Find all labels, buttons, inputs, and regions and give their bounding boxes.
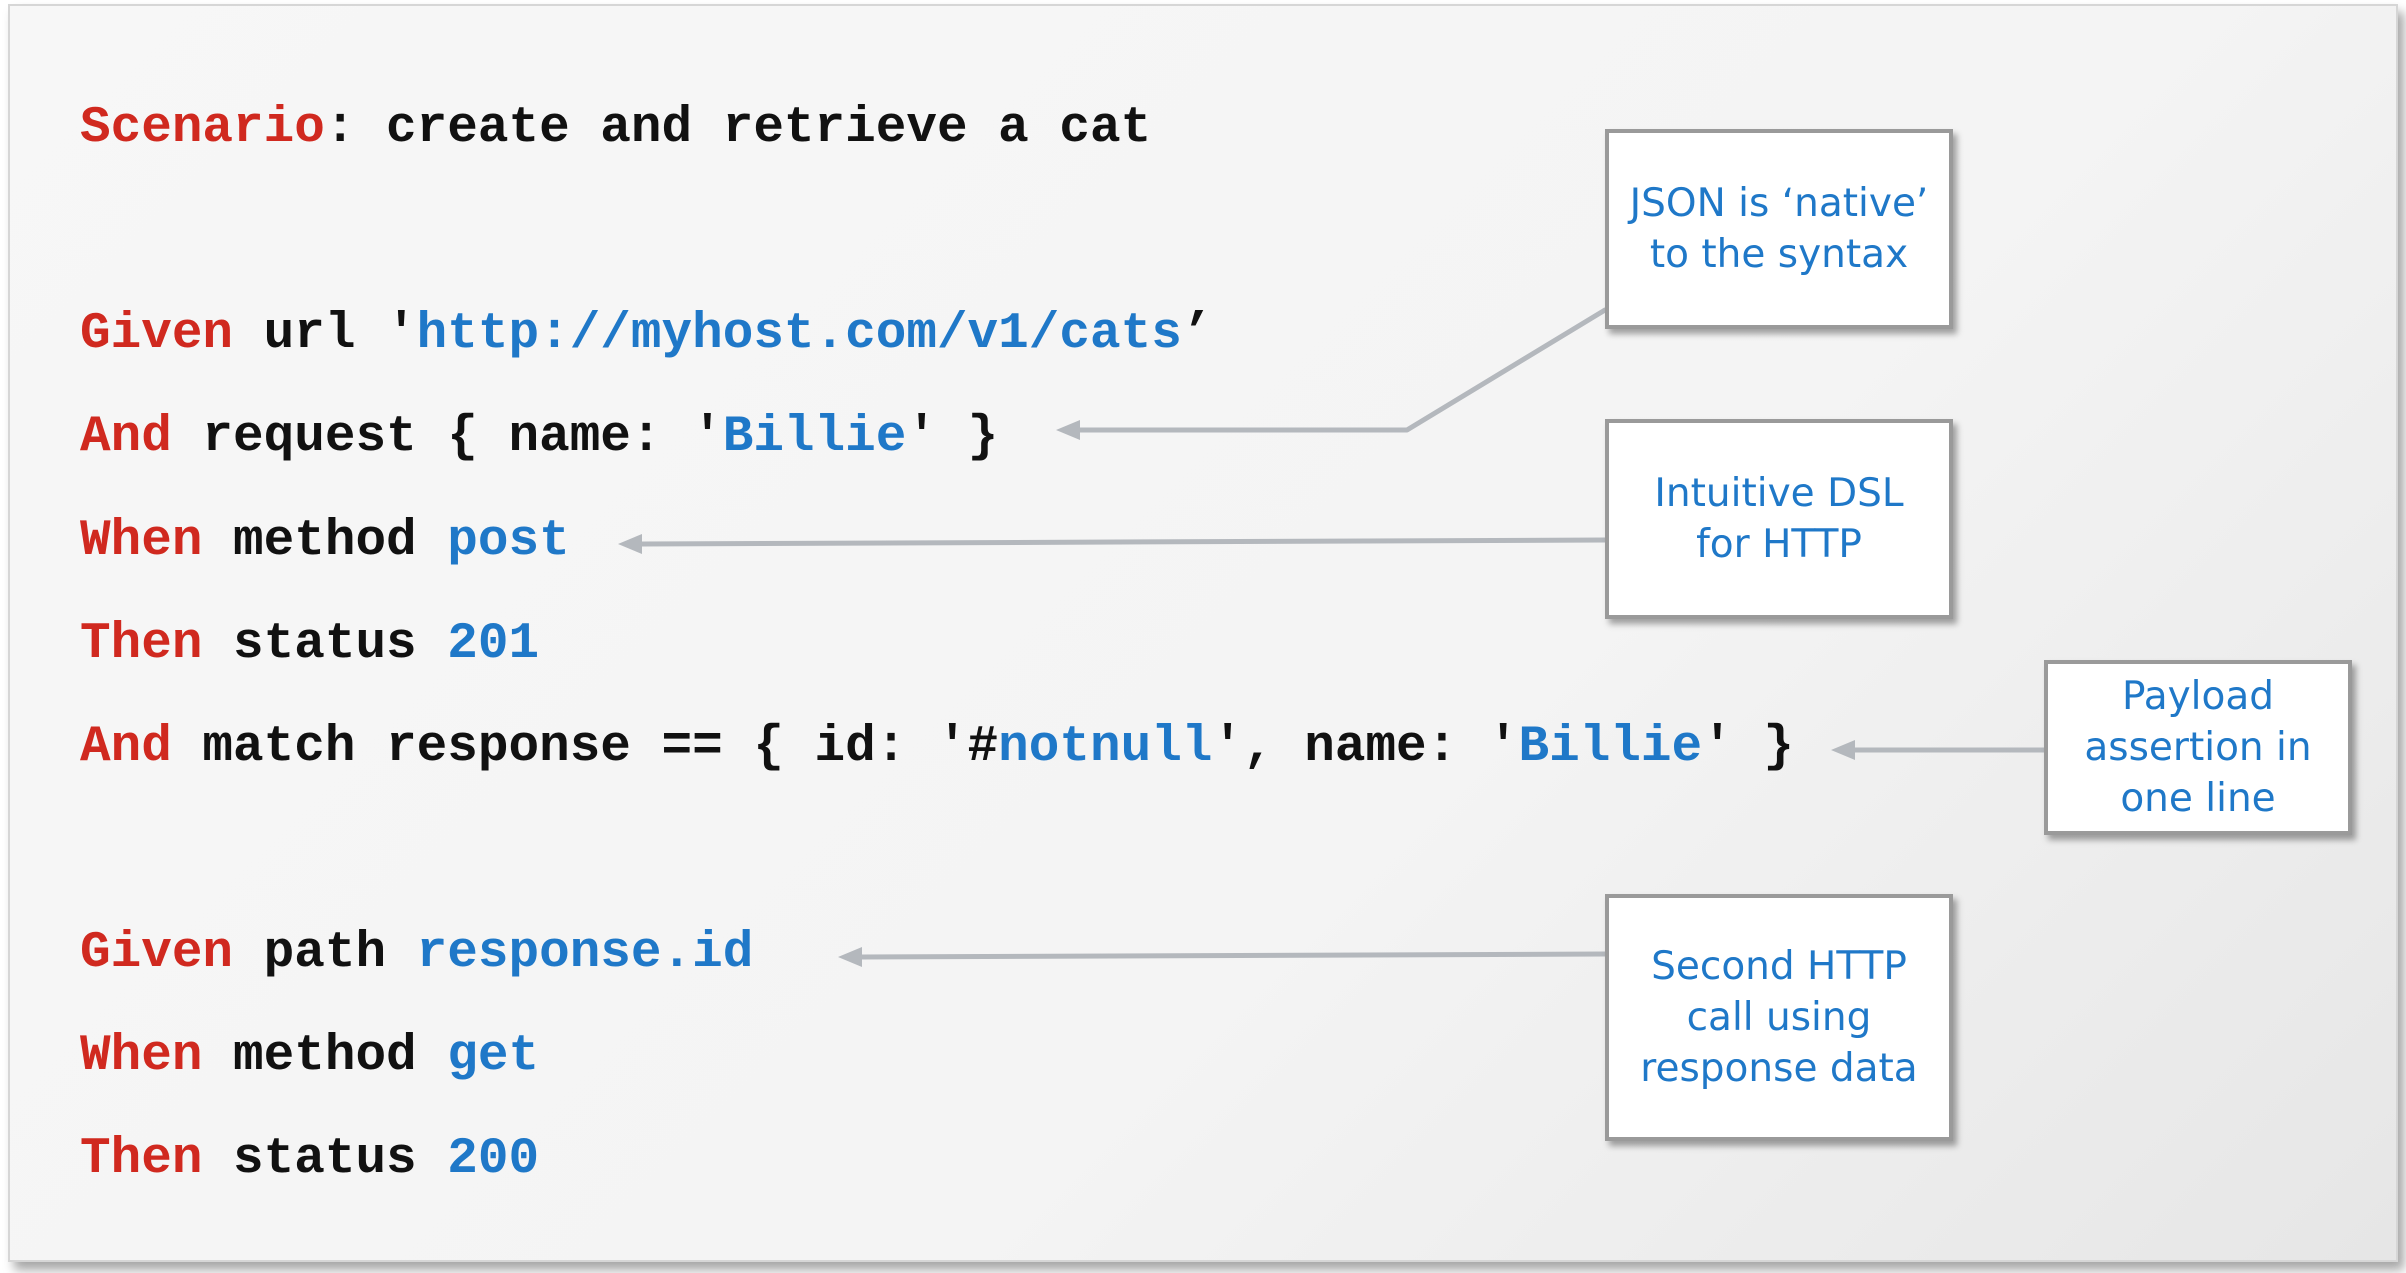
code-line-url: Given url 'http://myhost.com/v1/cats’ (80, 305, 1212, 365)
callout-payload-assertion: Payload assertion in one line (2044, 660, 2352, 835)
code-text: status (202, 616, 448, 673)
code-text: ’ (1181, 306, 1213, 363)
status-201-value: 201 (447, 616, 540, 673)
code-text: ' } (1702, 719, 1794, 776)
code-text: url ' (233, 306, 417, 363)
code-line-status-200: Then status 200 (80, 1130, 539, 1190)
path-value: response.id (416, 925, 754, 982)
scenario-title: : create and retrieve a cat (324, 100, 1152, 157)
arrowhead-intuitive-dsl (618, 534, 642, 554)
code-text: ', name: ' (1212, 719, 1519, 776)
notnull-value: notnull (998, 719, 1213, 776)
method-post-value: post (447, 513, 570, 570)
arrow-intuitive-dsl (639, 537, 1608, 547)
keyword-then: Then (80, 616, 203, 673)
code-line-method-get: When method get (80, 1027, 539, 1087)
code-text: request { name: ' (171, 409, 723, 466)
request-name-value: Billie (722, 409, 907, 466)
arrow-json-native (1077, 307, 1608, 433)
code-line-path: Given path response.id (80, 924, 753, 984)
keyword-given: Given (80, 925, 234, 982)
keyword-and: And (80, 719, 172, 776)
keyword-when: When (80, 513, 203, 570)
arrowhead-json-native (1056, 420, 1080, 440)
status-200-value: 200 (447, 1131, 540, 1188)
arrowhead-second-call (838, 947, 862, 967)
keyword-then: Then (80, 1131, 203, 1188)
match-name-value: Billie (1518, 719, 1703, 776)
code-line-status-201: Then status 201 (80, 615, 539, 675)
callout-json-native: JSON is ‘native’ to the syntax (1605, 129, 1953, 329)
keyword-given: Given (80, 306, 234, 363)
arrow-second-call (859, 951, 1608, 960)
callout-second-call: Second HTTP call using response data (1605, 894, 1953, 1141)
code-line-method-post: When method post (80, 512, 570, 572)
url-value: http://myhost.com/v1/cats (416, 306, 1182, 363)
code-line-scenario: Scenario: create and retrieve a cat (80, 99, 1151, 159)
code-line-match: And match response == { id: '#notnull', … (80, 718, 1794, 778)
keyword-and: And (80, 409, 172, 466)
code-line-request: And request { name: 'Billie' } (80, 408, 998, 468)
method-get-value: get (447, 1028, 540, 1085)
code-text: match response == { id: '# (171, 719, 999, 776)
code-text: path (233, 925, 417, 982)
code-text: method (202, 513, 448, 570)
code-text: status (202, 1131, 448, 1188)
keyword-scenario: Scenario (80, 100, 325, 157)
code-text: method (202, 1028, 448, 1085)
keyword-when: When (80, 1028, 203, 1085)
slide: Scenario: create and retrieve a cat Give… (8, 4, 2398, 1262)
connector-arrows (618, 307, 2047, 967)
code-text: ' } (906, 409, 999, 466)
arrowhead-payload-assertion (1831, 740, 1855, 760)
callout-intuitive-dsl: Intuitive DSL for HTTP (1605, 419, 1953, 619)
